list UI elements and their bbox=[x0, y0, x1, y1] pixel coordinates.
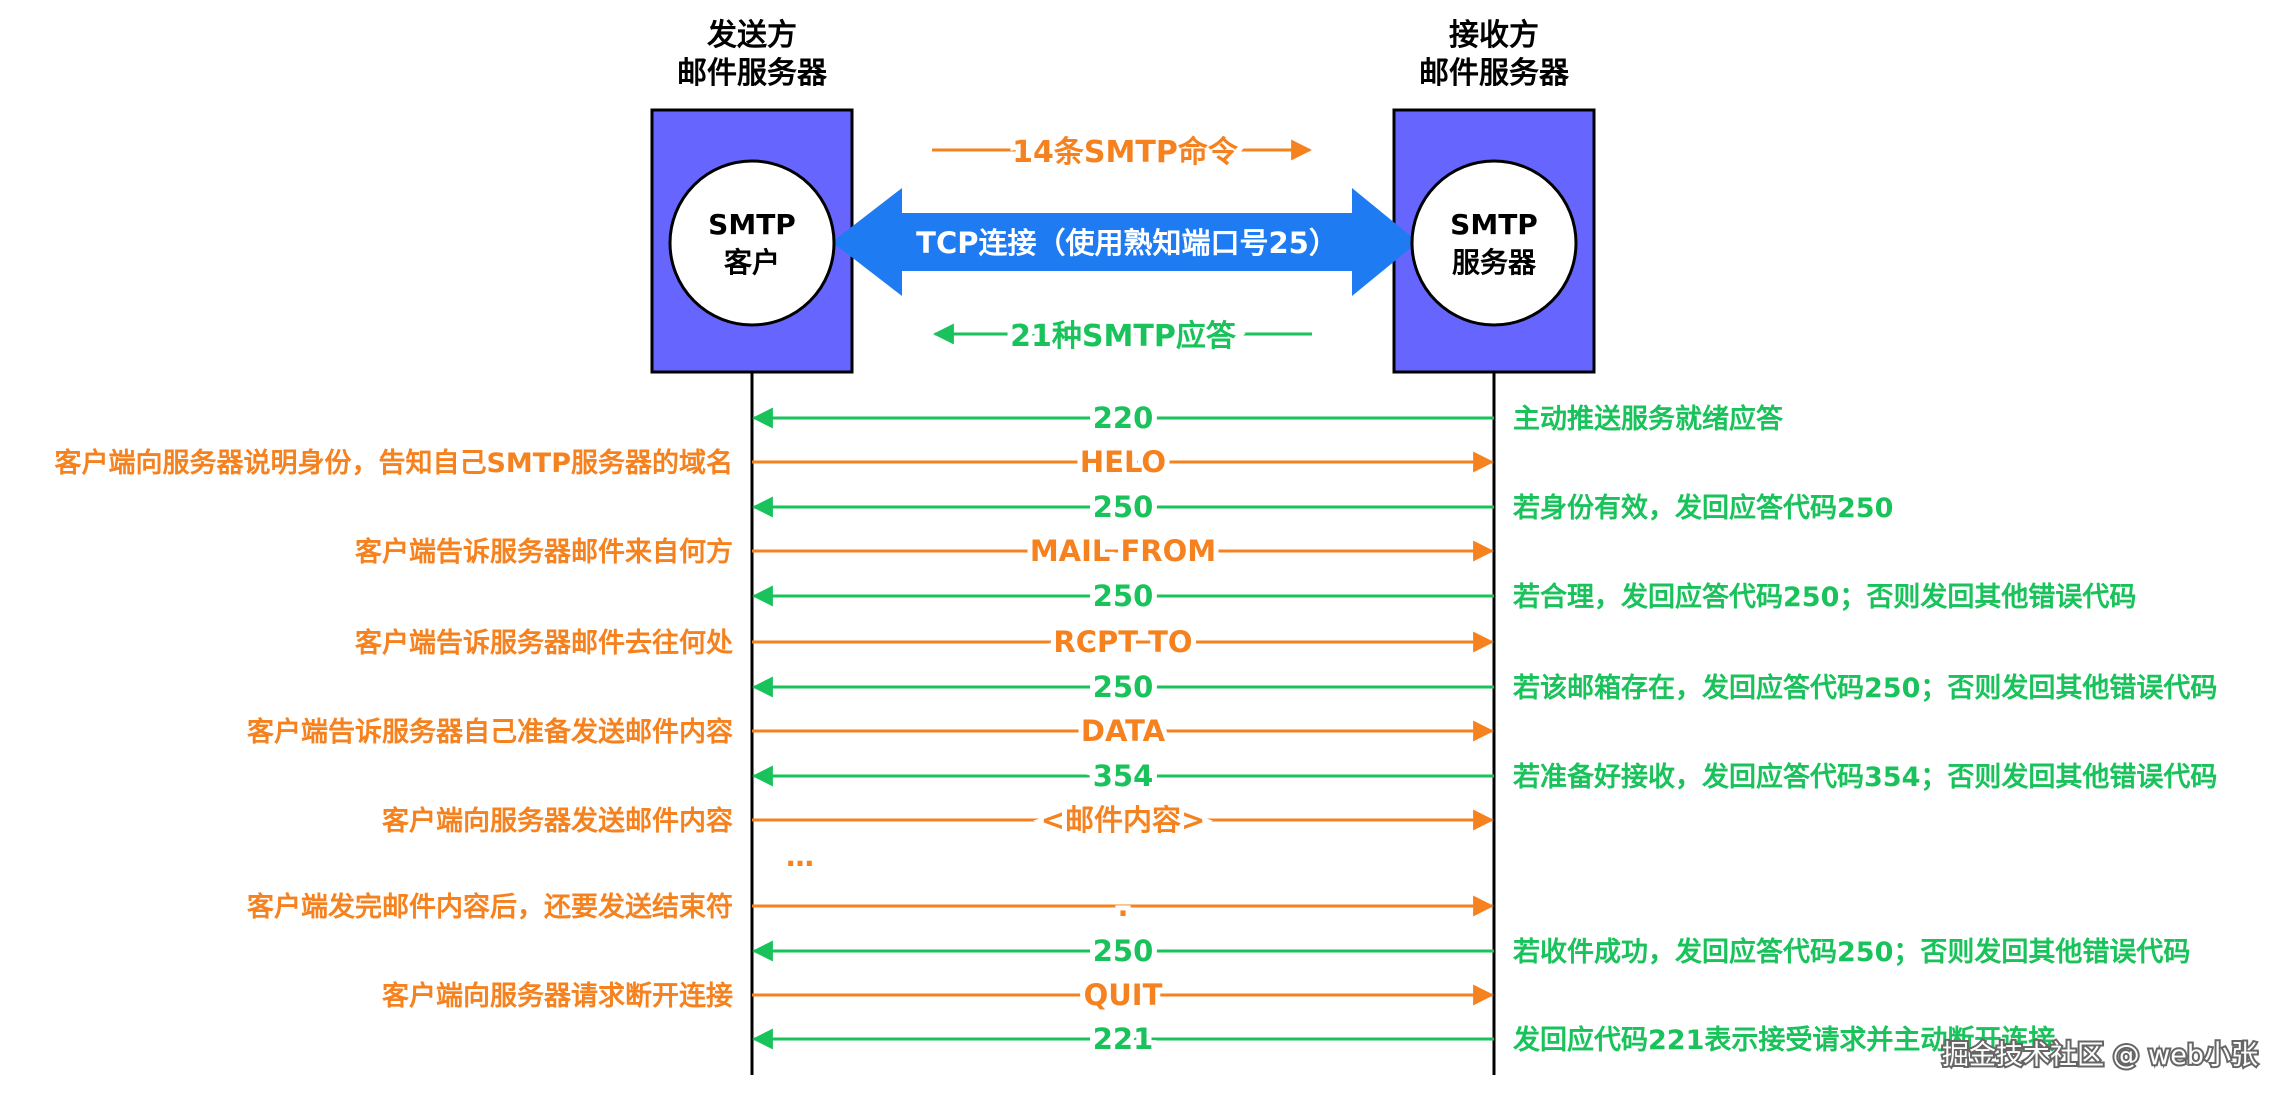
message-note-13: 客户端向服务器请求断开连接 bbox=[382, 980, 733, 1012]
commands-label: 14条SMTP命令 bbox=[1012, 135, 1239, 170]
message-note-4: 客户端告诉服务器邮件来自何方 bbox=[355, 536, 733, 568]
message-label-4: MAIL FROM bbox=[1030, 534, 1216, 568]
sender-title-line1: 发送方 bbox=[706, 18, 797, 53]
receiver-circle-line2: 服务器 bbox=[1452, 246, 1537, 279]
sender-circle-line2: 客户 bbox=[724, 246, 780, 279]
message-label-8: DATA bbox=[1081, 714, 1166, 748]
message-label-2: HELO bbox=[1080, 445, 1166, 479]
message-note-1: 主动推送服务就绪应答 bbox=[1513, 403, 1784, 435]
message-note-6: 客户端告诉服务器邮件去往何处 bbox=[355, 627, 733, 659]
message-label-13: QUIT bbox=[1084, 978, 1163, 1012]
sender-circle bbox=[668, 159, 836, 327]
message-label-9: 354 bbox=[1093, 759, 1154, 793]
message-note-10: 客户端向服务器发送邮件内容 bbox=[382, 805, 733, 837]
message-label-7: 250 bbox=[1093, 670, 1154, 704]
message-note-8: 客户端告诉服务器自己准备发送邮件内容 bbox=[247, 716, 733, 748]
message-note-11: 客户端发完邮件内容后，还要发送结束符 bbox=[247, 891, 733, 923]
message-note-12: 若收件成功，发回应答代码250；否则发回其他错误代码 bbox=[1513, 936, 2190, 968]
message-note-3: 若身份有效，发回应答代码250 bbox=[1513, 492, 1893, 524]
watermark: 掘金技术社区 @ web小张 bbox=[1942, 1040, 2258, 1071]
message-rows: 220 主动推送服务就绪应答 HELO 客户端向服务器说明身份，告知自己SMTP服务器… bbox=[54, 396, 2217, 1061]
message-label-14: 221 bbox=[1093, 1022, 1154, 1056]
ellipsis: … bbox=[786, 840, 814, 873]
message-label-5: 250 bbox=[1093, 579, 1154, 613]
sender-title-line2: 邮件服务器 bbox=[677, 56, 828, 91]
sender-circle-line1: SMTP bbox=[708, 208, 796, 241]
message-note-5: 若合理，发回应答代码250；否则发回其他错误代码 bbox=[1513, 581, 2136, 613]
receiver-circle bbox=[1410, 159, 1578, 327]
receiver-circle-line1: SMTP bbox=[1450, 208, 1538, 241]
replies-label: 21种SMTP应答 bbox=[1010, 319, 1237, 354]
message-label-10: <邮件内容> bbox=[1041, 803, 1206, 837]
message-label-12: 250 bbox=[1093, 934, 1154, 968]
message-note-7: 若该邮箱存在，发回应答代码250；否则发回其他错误代码 bbox=[1513, 672, 2217, 704]
message-label-3: 250 bbox=[1093, 490, 1154, 524]
message-label-6: RCPT TO bbox=[1053, 625, 1192, 659]
tcp-label: TCP连接（使用熟知端口号25） bbox=[916, 226, 1338, 260]
message-note-9: 若准备好接收，发回应答代码354；否则发回其他错误代码 bbox=[1513, 761, 2217, 793]
message-note-2: 客户端向服务器说明身份，告知自己SMTP服务器的域名 bbox=[54, 447, 733, 479]
message-label-1: 220 bbox=[1093, 401, 1154, 435]
receiver-title-line1: 接收方 bbox=[1449, 18, 1539, 53]
receiver-title-line2: 邮件服务器 bbox=[1419, 56, 1570, 91]
message-label-11: . bbox=[1117, 889, 1128, 923]
tcp-connection-arrow bbox=[832, 188, 1418, 296]
message-note-14: 发回应代码221表示接受请求并主动断开连接 bbox=[1512, 1024, 2055, 1056]
